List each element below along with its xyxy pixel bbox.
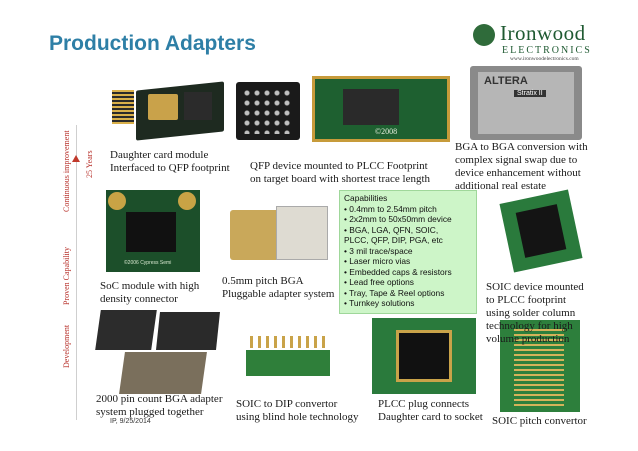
caption-line: device enhancement without [455,167,581,179]
caption-line: system plugged together [96,406,204,418]
plcc-plug-photo [372,318,476,394]
capability-item: BGA, LGA, QFN, SOIC, [344,225,472,236]
caption-line: density connector [100,293,178,305]
bga-pluggable-photo [226,200,330,268]
caption-line: 2000 pin count BGA adapter [96,393,223,405]
caption-soic-plcc: SOIC device mounted to PLCC footprint us… [486,281,584,346]
caption-line: BGA to BGA conversion with [455,141,588,153]
capabilities-heading: Capabilities [344,193,388,203]
caption-line: Interfaced to QFP footprint [110,162,230,174]
caption-line: using blind hole technology [236,411,359,423]
bga-2000-pin-photo [95,306,224,396]
caption-line: volume production [486,333,570,345]
capabilities-box: Capabilities 0.4mm to 2.54mm pitch 2x2mm… [339,190,477,314]
capability-item: Embedded caps & resistors [344,267,472,278]
caption-2000-pin: 2000 pin count BGA adapter system plugge… [96,393,222,419]
capability-item: 3 mil trace/space [344,246,472,257]
timeline-arrow-icon [72,155,80,162]
capability-item: Laser micro vias [344,256,472,267]
soc-module-photo: ©2006 Cypress Semi [106,190,200,272]
qfp-year-mark: ©2008 [375,127,398,136]
caption-line: Daughter card module [110,149,209,161]
logo-subtitle: ELECTRONICS [502,45,592,56]
caption-line: Pluggable adapter system [222,288,335,300]
label-25-years: 25 Years [85,150,94,178]
caption-soic-pitch: SOIC pitch convertor [492,415,587,427]
qfp-plcc-photo: ©2008 [312,76,450,142]
caption-line: SOIC device mounted [486,281,584,293]
label-proven-capability: Proven Capability [62,247,71,305]
caption-line: technology for high [486,320,573,332]
caption-qfp-plcc: QFP device mounted to PLCC Footprint on … [250,160,430,186]
caption-daughter-card: Daughter card module Interfaced to QFP f… [110,149,230,175]
soc-mark: ©2006 Cypress Semi [124,260,172,266]
soic-dip-photo [240,326,336,390]
caption-line: using solder column [486,307,576,319]
page-title: Production Adapters [49,32,256,55]
soic-plcc-photo [499,189,583,273]
capability-item: 2x2mm to 50x50mm device [344,214,472,225]
capability-item-continued-text: PLCC, QFP, DIP, PGA, etc [344,235,443,245]
stratix-mark: Stratix II [514,90,546,97]
caption-line: complex signal swap due to [455,154,578,166]
capability-item: 0.4mm to 2.54mm pitch [344,204,472,215]
qfp-socket-photo [236,82,300,140]
caption-soic-dip: SOIC to DIP convertor using blind hole t… [236,398,359,424]
altera-bga-photo: ALTERA Stratix II [470,66,582,140]
caption-line: to PLCC footprint [486,294,567,306]
logo-url: www.ironwoodelectronics.com [510,56,579,62]
caption-plcc-plug: PLCC plug connects Daughter card to sock… [378,398,483,424]
caption-line: QFP device mounted to PLCC Footprint [250,160,428,172]
altera-mark: ALTERA [484,75,528,87]
caption-bga-conversion: BGA to BGA conversion with complex signa… [455,141,588,193]
caption-soc-module: SoC module with high density connector [100,280,199,306]
logo-name: Ironwood [500,21,586,45]
daughter-card-photo [108,80,226,142]
caption-line: Daughter card to socket [378,411,483,423]
caption-line: on target board with shortest trace leng… [250,173,431,185]
footer-date: IP, 9/25/2014 [110,418,151,425]
label-development: Development [62,324,71,368]
caption-line: PLCC plug connects [378,398,470,410]
label-continuous-improvement: Continuous improvement [62,130,71,212]
caption-line: SOIC to DIP convertor [236,398,338,410]
caption-line: additional real estate [455,180,547,192]
capability-item-continued: PLCC, QFP, DIP, PGA, etc [344,235,472,246]
soic-pitch-photo [500,320,580,412]
caption-line: SoC module with high [100,280,200,292]
timeline-axis [76,125,77,420]
capability-item: Lead free options [344,277,472,288]
caption-line: 0.5mm pitch BGA [222,275,304,287]
capability-item: Tray, Tape & Reel options [344,288,472,299]
ironwood-logo-icon [473,24,495,46]
capability-item: Turnkey solutions [344,298,472,309]
caption-bga-pluggable: 0.5mm pitch BGA Pluggable adapter system [222,275,334,301]
